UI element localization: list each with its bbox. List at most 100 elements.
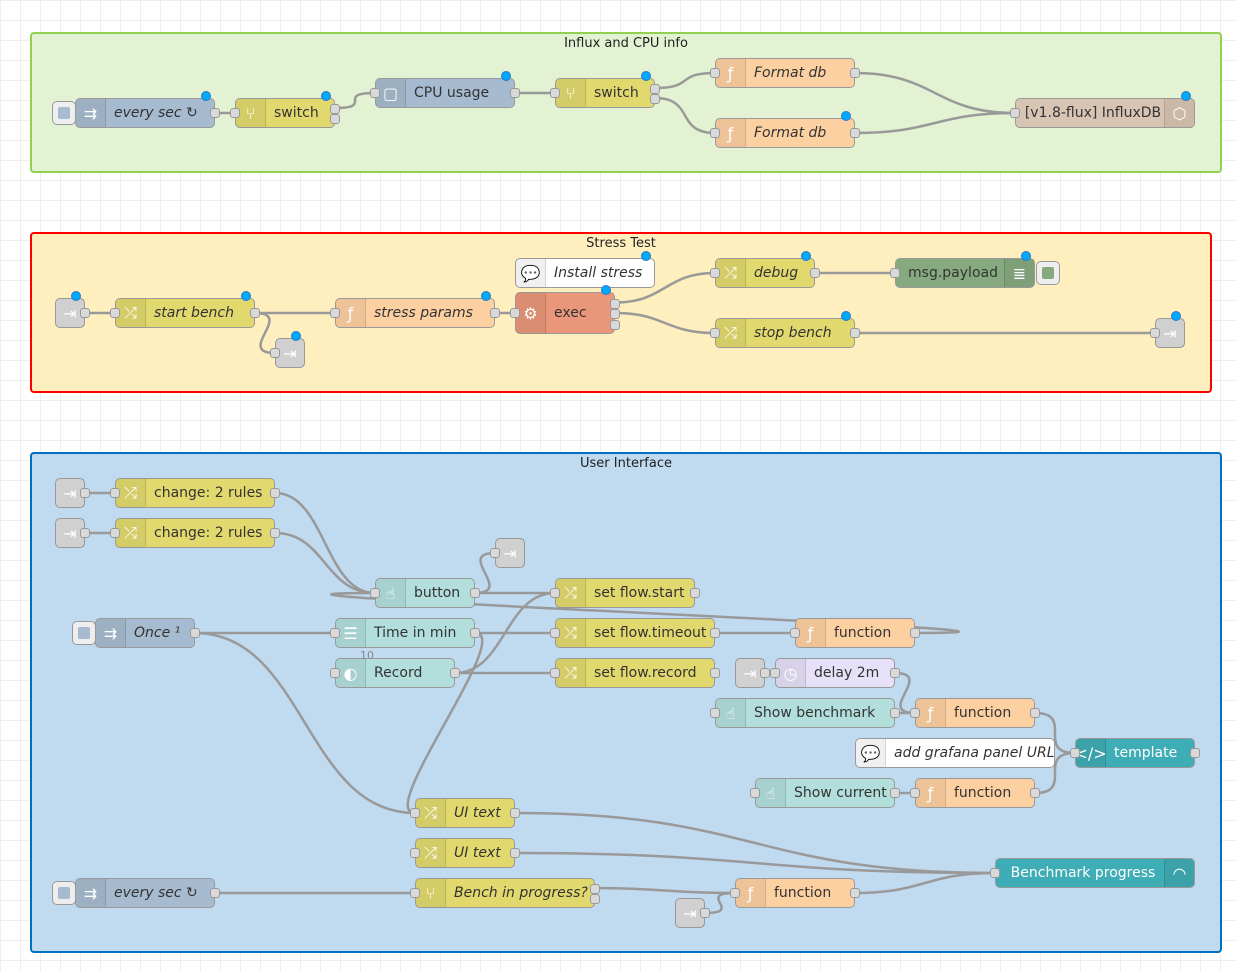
inject-trigger-button[interactable] [52, 881, 76, 905]
output-port[interactable] [80, 528, 90, 538]
input-port[interactable] [750, 788, 760, 798]
link-out-node[interactable]: ⇥ [490, 538, 525, 568]
input-port[interactable] [370, 88, 380, 98]
link-in-node[interactable]: ⇥ [55, 518, 90, 548]
output-port[interactable] [270, 488, 280, 498]
wire[interactable] [854, 71, 1016, 115]
output-port[interactable] [1030, 788, 1040, 798]
input-port[interactable] [270, 348, 280, 358]
input-port[interactable] [1070, 748, 1080, 758]
ui-slider-node-time-in-min[interactable]: ☰Time in min [330, 618, 480, 648]
output-port[interactable] [710, 628, 720, 638]
switch-node-bench-in-progress[interactable]: ⑂Bench in progress? [410, 878, 600, 908]
input-port[interactable] [510, 308, 520, 318]
switch-node[interactable]: ⑂switch [230, 91, 340, 128]
change-node-set-flow-timeout[interactable]: ⤮set flow.timeout [550, 618, 720, 648]
wire[interactable] [614, 311, 716, 335]
wire[interactable] [654, 71, 716, 90]
change-node-set-flow-record[interactable]: ⤮set flow.record [550, 658, 720, 688]
inject-node-every-sec[interactable]: ⇉every sec ↻ [52, 91, 220, 128]
change-node-2-rules[interactable]: ⤮change: 2 rules [110, 478, 280, 508]
switch-node[interactable]: ⑂switch [550, 71, 660, 108]
ui-gauge-node-benchmark-progress[interactable]: ◠Benchmark progress [990, 858, 1195, 888]
wire[interactable] [514, 851, 996, 875]
input-port[interactable] [230, 108, 240, 118]
wire[interactable] [1034, 711, 1076, 755]
debug-node-msg-payload[interactable]: ≣msg.payload [890, 251, 1060, 288]
output-port[interactable] [210, 888, 220, 898]
output-port[interactable] [1190, 748, 1200, 758]
delay-node-2m[interactable]: ◷delay 2m [770, 658, 900, 688]
output-port[interactable] [470, 628, 480, 638]
input-port[interactable] [110, 528, 120, 538]
input-port[interactable] [330, 308, 340, 318]
output-port[interactable] [250, 308, 260, 318]
change-node-set-flow-start[interactable]: ⤮set flow.start [550, 578, 700, 608]
link-in-node[interactable]: ⇥ [735, 658, 770, 688]
wire[interactable] [474, 551, 496, 595]
input-port[interactable] [110, 488, 120, 498]
output-port[interactable] [210, 108, 220, 118]
input-port[interactable] [370, 588, 380, 598]
change-node-2-rules[interactable]: ⤮change: 2 rules [110, 518, 280, 548]
input-port[interactable] [410, 888, 420, 898]
output-port[interactable] [510, 88, 520, 98]
input-port[interactable] [410, 808, 420, 818]
output-port[interactable] [610, 319, 620, 330]
comment-node-install-stress[interactable]: 💬Install stress [515, 251, 655, 288]
inject-node-once[interactable]: ⇉Once ¹ [72, 618, 200, 648]
wire[interactable] [254, 311, 276, 355]
wire[interactable] [274, 491, 376, 595]
output-port[interactable] [450, 668, 460, 678]
comment-node-grafana-url[interactable]: 💬add grafana panel URL [855, 738, 1055, 768]
output-port[interactable] [890, 668, 900, 678]
output-port[interactable] [490, 308, 500, 318]
output-port[interactable] [650, 84, 660, 94]
influxdb-out-node[interactable]: ⬡[v1.8-flux] InfluxDB [1010, 91, 1195, 128]
ui-button-node-show-current[interactable]: ☝Show current [750, 778, 900, 808]
wire[interactable] [704, 891, 736, 915]
wire[interactable] [194, 631, 416, 815]
wire[interactable] [1034, 751, 1076, 795]
output-port[interactable] [510, 808, 520, 818]
change-node-start-bench[interactable]: ⤮start bench [110, 291, 260, 328]
output-port[interactable] [850, 68, 860, 78]
output-port[interactable] [1030, 708, 1040, 718]
ui-button-node[interactable]: ☝button [370, 578, 480, 608]
input-port[interactable] [330, 668, 340, 678]
ui-button-node-show-benchmark[interactable]: ☝Show benchmark [710, 698, 900, 728]
inject-trigger-button[interactable] [72, 621, 96, 645]
input-port[interactable] [550, 628, 560, 638]
wire[interactable] [334, 91, 376, 110]
output-port[interactable] [810, 268, 820, 278]
change-node-debug[interactable]: ⤮debug [710, 251, 820, 288]
input-port[interactable] [990, 868, 1000, 878]
output-port[interactable] [650, 94, 660, 104]
output-port[interactable] [890, 708, 900, 718]
wire[interactable] [274, 531, 376, 595]
input-port[interactable] [710, 68, 720, 78]
input-port[interactable] [710, 708, 720, 718]
link-in-node[interactable]: ⇥ [55, 291, 90, 328]
output-port[interactable] [330, 104, 340, 114]
input-port[interactable] [730, 888, 740, 898]
output-port[interactable] [710, 668, 720, 678]
wire[interactable] [406, 631, 484, 815]
wire[interactable] [514, 811, 996, 875]
debug-toggle-button[interactable] [1036, 261, 1060, 285]
input-port[interactable] [550, 588, 560, 598]
wire[interactable] [614, 271, 716, 304]
output-port[interactable] [910, 628, 920, 638]
input-port[interactable] [1150, 328, 1160, 338]
input-port[interactable] [770, 668, 780, 678]
input-port[interactable] [490, 548, 500, 558]
output-port[interactable] [190, 628, 200, 638]
input-port[interactable] [110, 308, 120, 318]
wire[interactable] [594, 886, 736, 895]
input-port[interactable] [710, 328, 720, 338]
